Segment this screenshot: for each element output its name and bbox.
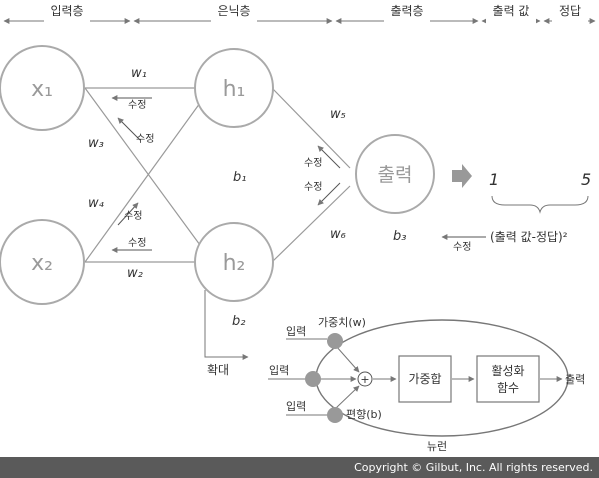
weight-w4: w₄ <box>88 196 105 211</box>
neuron-input-3: 입력 <box>286 400 306 413</box>
node-output: 출력 <box>355 134 435 214</box>
update-label-w6: 수정 <box>304 181 322 193</box>
answer-value: 5 <box>581 170 591 189</box>
node-h1: h₁ <box>194 48 274 128</box>
activation-box <box>476 355 540 403</box>
error-formula: (출력 값-정답)² <box>490 230 568 244</box>
output-arrow-icon <box>452 164 472 188</box>
svg-text:x₂: x₂ <box>31 251 53 276</box>
svg-text:+: + <box>360 373 369 386</box>
update-label-w1: 수정 <box>128 99 146 111</box>
weighted-sum-box <box>398 355 452 403</box>
zoom-arrow <box>204 290 249 360</box>
edge-x1-h2 <box>84 87 201 246</box>
update-arrow-w3 <box>117 117 141 141</box>
connections <box>84 87 351 263</box>
output-layer-label: 출력층 <box>390 4 423 18</box>
weight-dot-2 <box>305 371 321 387</box>
bias-b2: b₂ <box>232 314 245 329</box>
update-label-w2: 수정 <box>128 237 146 249</box>
svg-text:x₁: x₁ <box>31 77 53 102</box>
bias-b1: b₁ <box>233 170 246 185</box>
svg-text:h₂: h₂ <box>223 251 246 276</box>
edge-h1-out <box>271 87 351 169</box>
svg-text:출력: 출력 <box>378 164 413 186</box>
neuron-detail: + 가중합 활성화 함수 입력 가중치(w) 입력 입력 편향(b) 출력 뉴런 <box>268 316 585 453</box>
update-arrow-w5 <box>317 145 341 169</box>
output-value: 1 <box>489 170 499 189</box>
node-x2: x₂ <box>0 219 85 305</box>
weight-w5: w₅ <box>330 107 346 122</box>
node-x1: x₁ <box>0 45 85 131</box>
node-h2: h₂ <box>194 222 274 302</box>
answer-label: 정답 <box>559 4 581 18</box>
weight-w1: w₁ <box>131 66 147 81</box>
weight-w6: w₆ <box>330 227 346 242</box>
weight-w2: w₂ <box>127 266 143 281</box>
svg-text:h₁: h₁ <box>223 77 246 102</box>
zoom-label: 확대 <box>207 363 229 377</box>
input-layer-label: 입력층 <box>50 4 83 18</box>
weight-dot-1 <box>327 333 343 349</box>
update-label-w5: 수정 <box>304 157 322 169</box>
neuron-weight-label: 가중치(w) <box>318 316 366 329</box>
weighted-sum-label: 가중합 <box>408 372 441 386</box>
bias-b3: b₃ <box>393 229 406 244</box>
neuron-input-2: 입력 <box>269 364 289 377</box>
sum-circle-icon: + <box>357 371 373 387</box>
weight-dot-3 <box>327 407 343 423</box>
update-label-w3: 수정 <box>136 133 154 145</box>
neuron-caption: 뉴런 <box>427 440 447 453</box>
output-value-label: 출력 값 <box>493 4 530 18</box>
update-label-w4: 수정 <box>124 210 142 222</box>
edge-x2-h1 <box>84 102 201 263</box>
update-label-error: 수정 <box>453 241 471 253</box>
neuron-output-label: 출력 <box>565 373 585 386</box>
curly-brace <box>491 195 589 214</box>
activation-label-1: 활성화 <box>491 364 524 378</box>
neuron-input-1: 입력 <box>286 325 306 338</box>
hidden-layer-label: 은닉층 <box>217 4 250 18</box>
copyright-footer: Copyright © Gilbut, Inc. All rights rese… <box>0 457 599 478</box>
neuron-bias-label: 편향(b) <box>346 408 382 421</box>
edge-h2-out <box>271 185 351 263</box>
update-arrow-w4 <box>117 202 139 226</box>
activation-label-2: 함수 <box>497 381 519 395</box>
update-arrow-w6 <box>317 182 341 206</box>
weight-w3: w₃ <box>88 136 104 151</box>
